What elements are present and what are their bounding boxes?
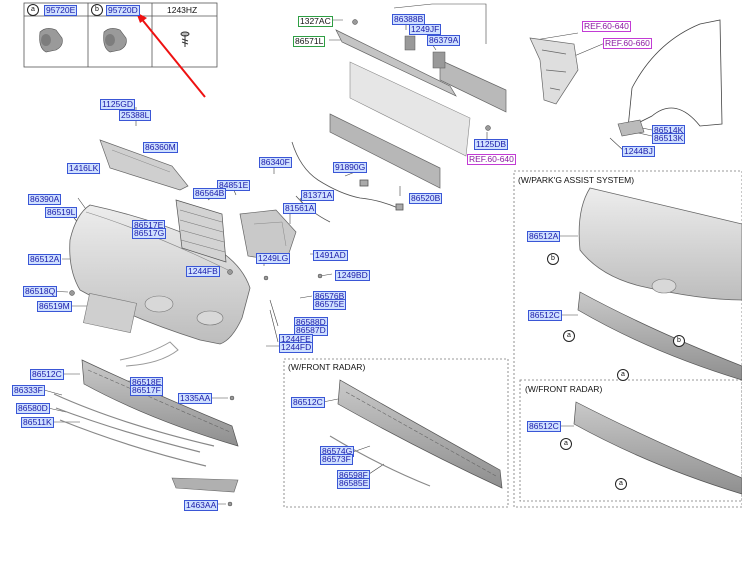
callout-86580d[interactable]: 86580D — [16, 403, 50, 414]
callout-86517f[interactable]: 86517F — [130, 385, 163, 396]
fender-panel — [617, 19, 723, 137]
park-radar-lower-grille — [573, 401, 742, 495]
marker-b-2: b — [673, 335, 685, 347]
callout-86573f[interactable]: 86573F — [320, 454, 353, 465]
callout-81371a[interactable]: 81371A — [301, 190, 335, 201]
callout-86511k[interactable]: 86511K — [21, 417, 54, 428]
section-title-front-radar: (W/FRONT RADAR) — [288, 362, 366, 372]
ref-60-660[interactable]: REF.60-660 — [603, 38, 652, 49]
callout-1335aa[interactable]: 1335AA — [178, 393, 213, 404]
legend-letter-a: a — [27, 4, 39, 16]
callout-86379a[interactable]: 86379A — [427, 35, 461, 46]
callout-86360m[interactable]: 86360M — [143, 142, 178, 153]
callout-25388l[interactable]: 25388L — [119, 110, 152, 121]
callout-86585e[interactable]: 86585E — [337, 478, 371, 489]
callout-86518q[interactable]: 86518Q — [23, 286, 58, 297]
callout-1249jf[interactable]: 1249JF — [409, 24, 442, 35]
callout-86519l[interactable]: 86519L — [45, 207, 78, 218]
marker-a-3: a — [560, 438, 572, 450]
callout-86512a[interactable]: 86512A — [28, 254, 62, 265]
ref-60-640-mid[interactable]: REF.60-640 — [467, 154, 516, 165]
section-title-park-assist: (W/PARK'G ASSIST SYSTEM) — [518, 175, 635, 185]
callout-1125db[interactable]: 1125DB — [474, 139, 509, 150]
upper-cover — [99, 139, 189, 191]
callout-1491ad[interactable]: 1491AD — [313, 250, 348, 261]
section-boxes — [283, 170, 742, 508]
callout-1327ac[interactable]: 1327AC — [298, 16, 333, 27]
skid-plate — [171, 477, 239, 493]
callout-1249bd[interactable]: 1249BD — [335, 270, 370, 281]
red-pointer-arrow — [136, 12, 206, 98]
bumper-beam — [329, 29, 507, 189]
legend-table — [23, 2, 218, 68]
radiator-grille — [175, 199, 227, 263]
callout-86512c-park[interactable]: 86512C — [528, 310, 562, 321]
lower-trim-strips — [53, 393, 215, 467]
marker-a-1: a — [563, 330, 575, 342]
callout-1244fb[interactable]: 1244FB — [186, 266, 220, 277]
callout-91890g[interactable]: 91890G — [333, 162, 368, 173]
lower-grille — [81, 359, 239, 447]
callout-86513k[interactable]: 86513K — [652, 133, 686, 144]
legend-letter-b: b — [91, 4, 103, 16]
marker-b-1: b — [547, 253, 559, 265]
side-bracket — [529, 37, 579, 105]
callout-86571l[interactable]: 86571L — [293, 36, 326, 47]
marker-a-4: a — [615, 478, 627, 490]
sensor-icon-b — [103, 28, 127, 53]
sensor-icon-a — [39, 28, 63, 53]
callout-86519m[interactable]: 86519M — [37, 301, 72, 312]
marker-a-2: a — [617, 369, 629, 381]
ref-60-640-top[interactable]: REF.60-640 — [582, 21, 631, 32]
callout-86517g[interactable]: 86517G — [132, 228, 167, 239]
callout-86390a[interactable]: 86390A — [28, 194, 62, 205]
callout-86575e[interactable]: 86575E — [313, 299, 347, 310]
callout-86512c-park-radar[interactable]: 86512C — [527, 421, 561, 432]
callout-86564b[interactable]: 86564B — [193, 188, 227, 199]
screw-icon — [180, 31, 190, 47]
front-bumper-cover — [69, 204, 251, 345]
part-number-1243hz[interactable]: 1243HZ — [167, 5, 198, 15]
callout-1463aa[interactable]: 1463AA — [184, 500, 219, 511]
callout-1125gd[interactable]: 1125GD — [100, 99, 136, 110]
callout-86512c-radar[interactable]: 86512C — [291, 397, 325, 408]
callout-86340f[interactable]: 86340F — [259, 157, 292, 168]
grille-bracket — [239, 209, 297, 263]
park-assist-bumper — [577, 187, 742, 381]
callout-86512c[interactable]: 86512C — [30, 369, 64, 380]
callout-1249lg[interactable]: 1249LG — [256, 253, 291, 264]
callout-1244bj[interactable]: 1244BJ — [622, 146, 655, 157]
callout-86333f[interactable]: 86333F — [12, 385, 45, 396]
radar-lower-grille — [329, 379, 503, 489]
garnish-strip — [119, 341, 179, 367]
section-title-front-radar-2: (W/FRONT RADAR) — [525, 384, 603, 394]
callout-1244fd[interactable]: 1244FD — [279, 342, 314, 353]
callout-84851e[interactable]: 84851E — [217, 180, 251, 191]
part-number-95720e[interactable]: 95720E — [44, 5, 78, 16]
callout-86520b[interactable]: 86520B — [409, 193, 443, 204]
callout-81561a[interactable]: 81561A — [283, 203, 317, 214]
part-number-95720d[interactable]: 95720D — [106, 5, 140, 16]
callout-86512a-park[interactable]: 86512A — [527, 231, 561, 242]
callout-86388b[interactable]: 86388B — [392, 14, 426, 25]
callout-1416lk[interactable]: 1416LK — [67, 163, 101, 174]
